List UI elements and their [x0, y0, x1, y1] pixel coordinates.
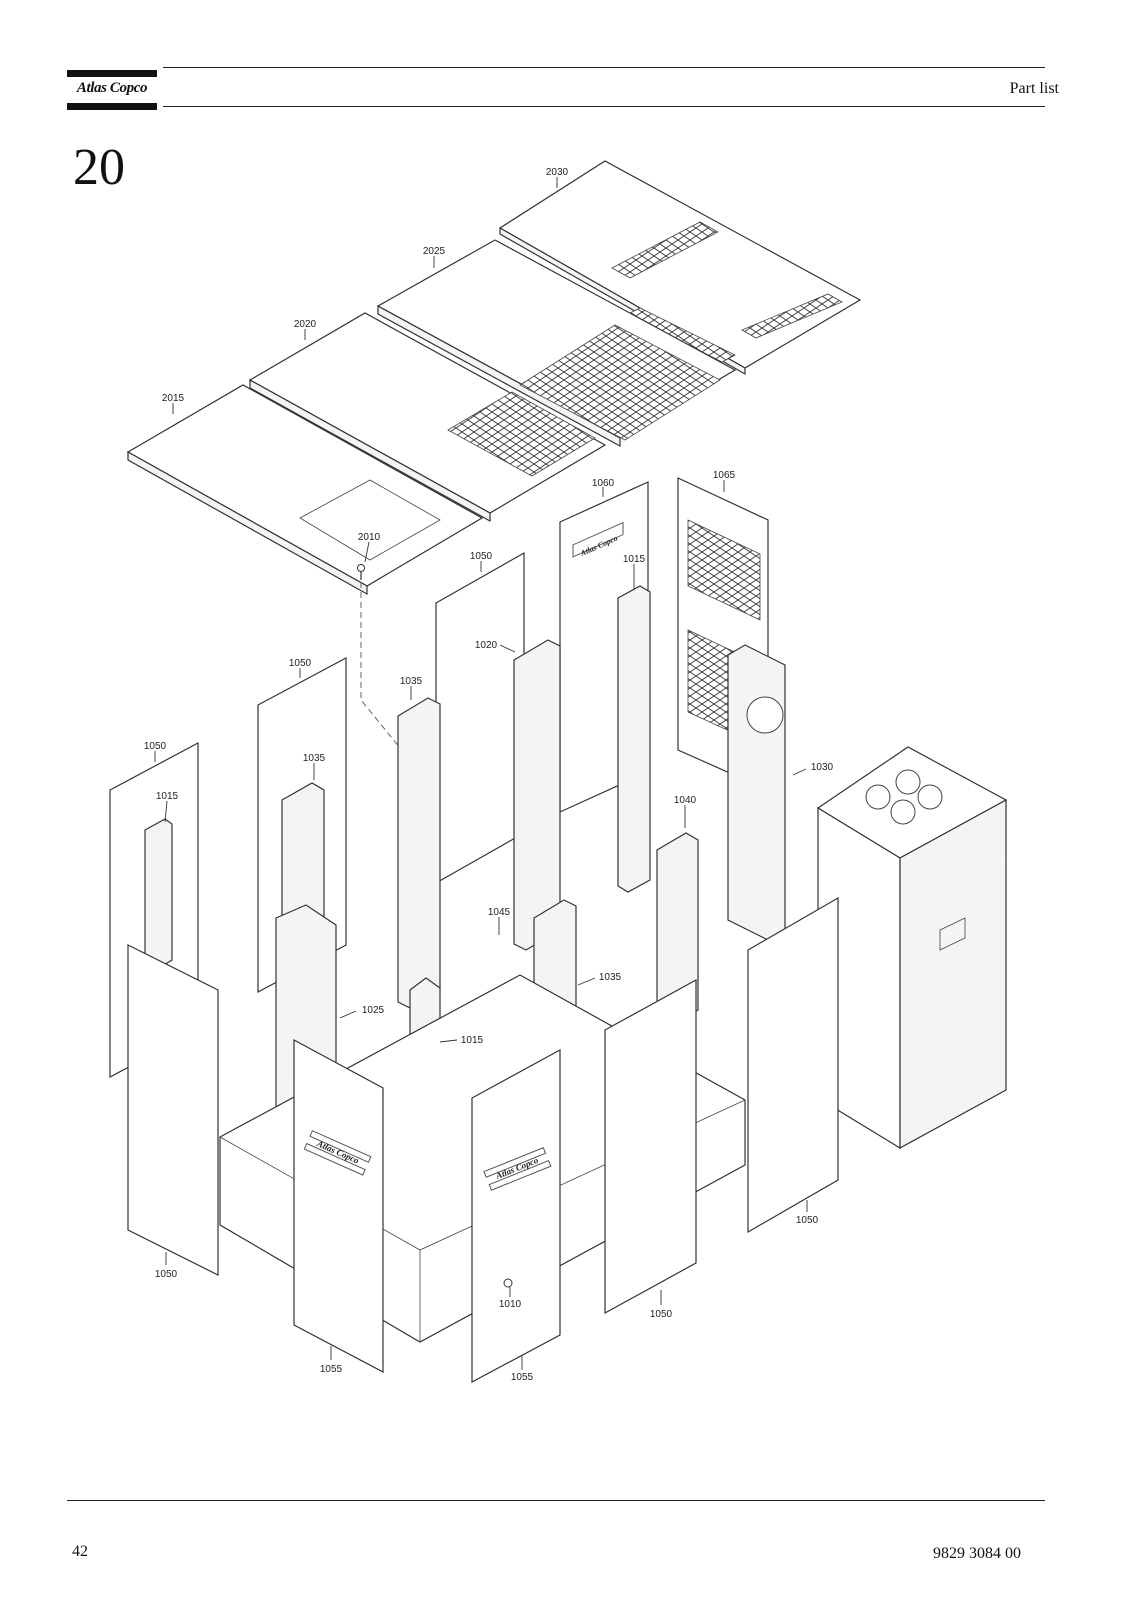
callout-1040: 1040 [674, 795, 697, 806]
callout-1050-top: 1050 [470, 551, 493, 562]
top-panel-2015 [126, 384, 484, 596]
front-panel-1050-mid [604, 978, 697, 1315]
top-panel-2030 [498, 160, 862, 376]
callout-1050-bottom-right: 1050 [796, 1215, 819, 1226]
front-panel-1050-right [747, 896, 839, 1234]
callout-2025: 2025 [423, 246, 446, 257]
post-1030 [727, 644, 786, 941]
leader-lines [154, 177, 808, 1370]
callout-1010: 1010 [499, 1299, 522, 1310]
callout-1055-right: 1055 [511, 1372, 534, 1383]
callout-1050-bottom-mid: 1050 [650, 1309, 673, 1320]
callout-1015-left: 1015 [156, 791, 179, 802]
callout-1015-bottom: 1015 [461, 1035, 484, 1046]
callout-1050-bottom-left: 1050 [155, 1269, 178, 1280]
callout-1045: 1045 [488, 907, 511, 918]
callout-1060: 1060 [592, 478, 615, 489]
header-rule-bottom [163, 106, 1045, 107]
callout-1025: 1025 [362, 1005, 385, 1016]
callout-1050-mid: 1050 [289, 658, 312, 669]
cabinet-module [816, 746, 1008, 1150]
section-number: 20 [73, 139, 125, 196]
front-panel-1055-a: Atlas Copco [293, 1038, 384, 1373]
post-1015-b [144, 818, 173, 973]
callout-1015-top: 1015 [623, 554, 646, 565]
post-1035-a [397, 697, 441, 1009]
page-number: 42 [72, 1543, 88, 1560]
header-rule-top [163, 67, 1045, 68]
callout-2010: 2010 [358, 532, 381, 543]
front-panel-1055-b: Atlas Copco [471, 1048, 561, 1384]
logo-top-bar [67, 70, 157, 77]
page-title: Part list [1009, 80, 1059, 97]
callout-1050-left: 1050 [144, 741, 167, 752]
post-1015-a [617, 585, 651, 893]
logo-text: Atlas Copco [76, 80, 148, 96]
rear-panel-1050-top [435, 551, 525, 885]
callout-1035-top: 1035 [400, 676, 423, 687]
callout-1030: 1030 [811, 762, 834, 773]
footer-rule [67, 1500, 1045, 1501]
document-number: 9829 3084 00 [933, 1545, 1021, 1562]
top-panel-2020 [248, 312, 607, 523]
brand-logo: Atlas Copco [67, 68, 157, 112]
callout-1035-right: 1035 [599, 972, 622, 983]
logo-bottom-bar [67, 103, 157, 110]
callout-1055-left: 1055 [320, 1364, 343, 1375]
callout-1065: 1065 [713, 470, 736, 481]
callout-2020: 2020 [294, 319, 317, 330]
front-panel-1050-left [127, 944, 219, 1276]
post-1020 [513, 639, 561, 951]
top-panel-2025 [376, 239, 737, 448]
callout-1035-left: 1035 [303, 753, 326, 764]
callout-2030: 2030 [546, 167, 569, 178]
callout-2015: 2015 [162, 393, 185, 404]
callout-1020: 1020 [475, 640, 498, 651]
